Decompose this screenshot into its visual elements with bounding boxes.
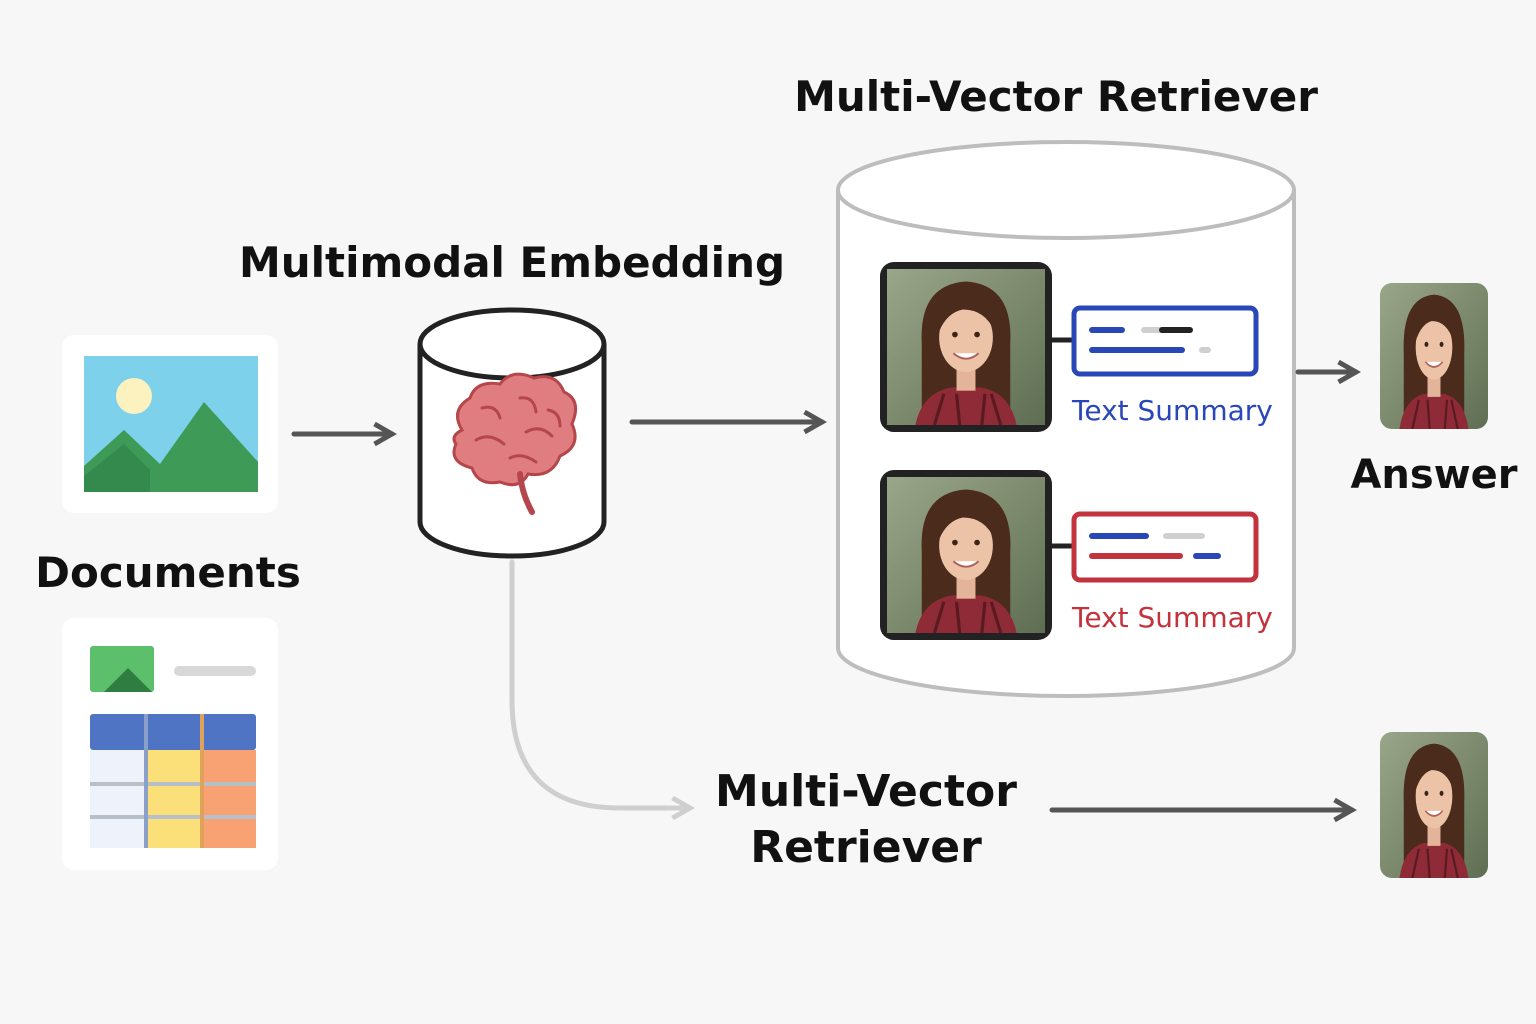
- portrait-icon: [880, 470, 1052, 640]
- bottom-retriever-label: Multi-Vector Retriever: [715, 764, 1017, 876]
- table-document-icon: [62, 618, 278, 870]
- documents-label: Documents: [35, 548, 301, 597]
- text-summary-card-red: [1071, 511, 1259, 583]
- text-summary-label-blue: Text Summary: [1072, 394, 1273, 427]
- bottom-retriever-label-line2: Retriever: [750, 822, 982, 873]
- image-document-icon: [62, 335, 278, 513]
- multi-vector-retriever-title: Multi-Vector Retriever: [794, 72, 1318, 121]
- answer-label: Answer: [1350, 452, 1518, 498]
- multimodal-embedding-title: Multimodal Embedding: [238, 238, 786, 287]
- brain-icon: [452, 372, 578, 515]
- text-summary-card-blue: [1071, 305, 1259, 377]
- portrait-icon: [880, 262, 1052, 432]
- bottom-retriever-label-line1: Multi-Vector: [715, 766, 1017, 817]
- text-summary-label-red: Text Summary: [1072, 601, 1273, 634]
- arrow-embedding-to-bottom-retriever: [509, 559, 696, 821]
- result-portrait-icon: [1380, 732, 1488, 878]
- answer-portrait-icon: [1380, 283, 1488, 429]
